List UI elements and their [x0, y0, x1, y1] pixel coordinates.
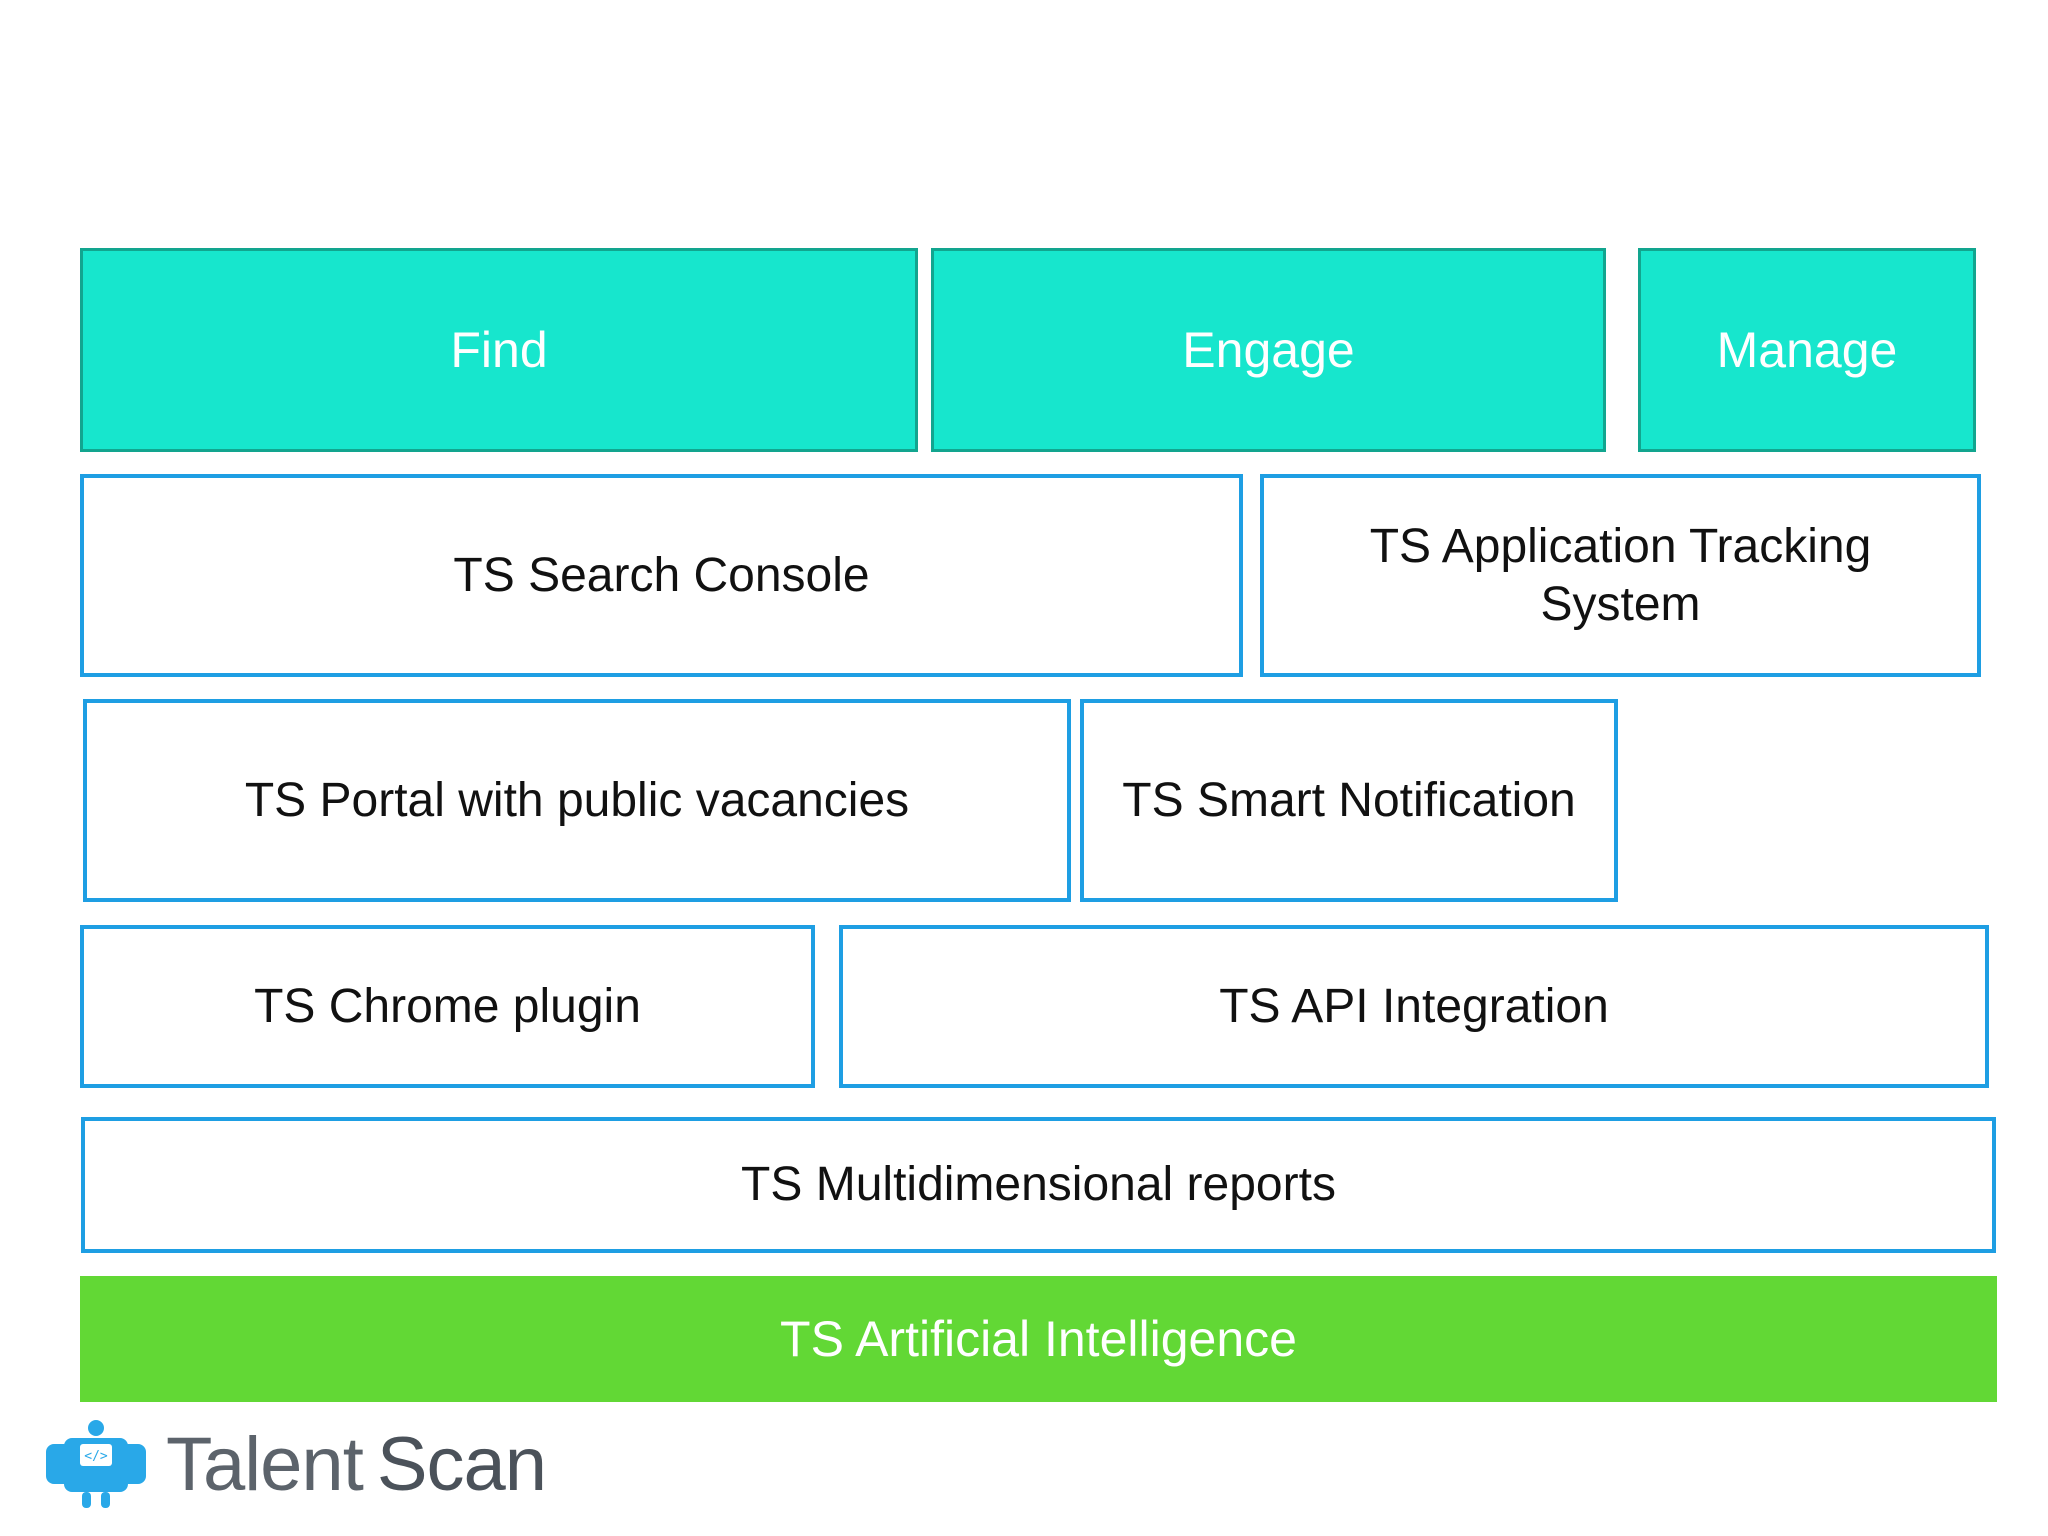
chrome-plugin-label: TS Chrome plugin	[254, 979, 641, 1033]
search-console-module: TS Search Console	[80, 474, 1243, 677]
engage-block: Engage	[931, 248, 1606, 452]
search-console-label: TS Search Console	[453, 548, 870, 602]
chrome-plugin-module: TS Chrome plugin	[80, 925, 815, 1088]
portal-label: TS Portal with public vacancies	[244, 773, 910, 827]
logo-word-scan: Scan	[376, 1421, 547, 1507]
application-tracking-line2: System	[1540, 577, 1701, 631]
portal-module: TS Portal with public vacancies	[83, 699, 1071, 902]
svg-text:</>: </>	[84, 1449, 108, 1464]
find-label: Find	[450, 322, 548, 378]
api-integration-label: TS API Integration	[1219, 979, 1609, 1033]
smart-notification-module: TS Smart Notification	[1080, 699, 1618, 902]
reports-module: TS Multidimensional reports	[81, 1117, 1996, 1253]
smart-notification-label: TS Smart Notification	[1122, 773, 1576, 827]
reports-label: TS Multidimensional reports	[741, 1158, 1336, 1211]
application-tracking-line1: TS Application Tracking	[1369, 519, 1872, 573]
artificial-intelligence-label: TS Artificial Intelligence	[780, 1311, 1297, 1367]
artificial-intelligence-bar: TS Artificial Intelligence	[80, 1276, 1997, 1402]
person-badge-icon: </>	[46, 1420, 146, 1508]
find-block: Find	[80, 248, 918, 452]
engage-label: Engage	[1182, 322, 1355, 378]
manage-block: Manage	[1638, 248, 1976, 452]
logo-word-talent: Talent	[166, 1421, 364, 1507]
api-integration-module: TS API Integration	[839, 925, 1989, 1088]
application-tracking-module: TS Application Tracking System	[1260, 474, 1981, 677]
application-tracking-label: TS Application Tracking System	[1370, 518, 1872, 634]
manage-label: Manage	[1716, 322, 1898, 378]
